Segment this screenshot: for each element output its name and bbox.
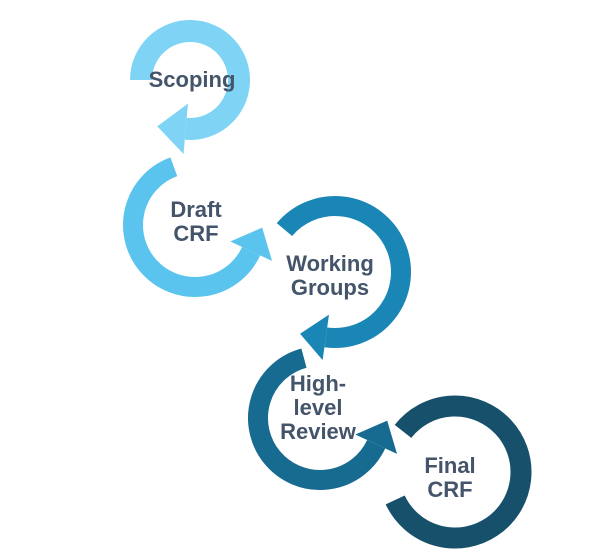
arc-body	[130, 20, 250, 140]
arrowhead-icon	[157, 103, 188, 155]
step-label-line: Groups	[290, 275, 370, 300]
step-label-line: Scoping	[148, 67, 236, 92]
step-label-scoping: Scoping	[149, 68, 236, 92]
step-label-final-crf: Final CRF	[424, 454, 475, 502]
step-label-line: Working	[286, 251, 374, 276]
final-crf-ring	[385, 395, 532, 549]
step-label-line: Review	[280, 419, 356, 444]
step-label-draft-crf: Draft CRF	[170, 198, 221, 246]
working-groups-arrow	[276, 196, 411, 361]
step-label-working-groups: Working Groups	[286, 252, 374, 300]
step-label-high-level-review: High- level Review	[280, 372, 356, 444]
arrowhead-icon	[355, 420, 398, 454]
arrowhead-icon	[300, 314, 330, 361]
step-label-line: Draft	[170, 197, 222, 222]
step-label-line: CRF	[427, 477, 473, 502]
arc-body	[276, 196, 411, 348]
arc-body	[385, 395, 532, 549]
step-label-line: level	[293, 395, 343, 420]
scoping-arrow	[130, 20, 250, 155]
step-label-line: High-	[289, 371, 347, 396]
arc-body	[248, 348, 386, 490]
draft-crf-arrow	[123, 157, 273, 297]
step-label-line: CRF	[173, 221, 219, 246]
arrowhead-icon	[230, 227, 273, 261]
step-label-line: Final	[424, 453, 476, 478]
arc-body	[123, 157, 261, 297]
high-level-review-arrow	[248, 348, 398, 490]
